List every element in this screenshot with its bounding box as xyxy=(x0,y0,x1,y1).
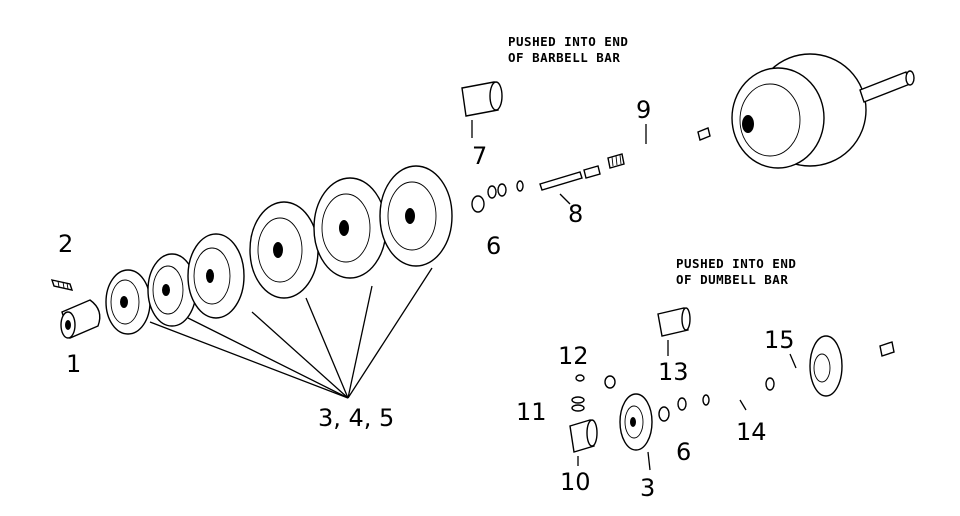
plate-5 xyxy=(313,177,387,279)
part-10-collar xyxy=(569,419,598,453)
label-9: 9 xyxy=(636,96,651,124)
part-8-rod xyxy=(539,165,601,191)
note-barbell-line1: PUSHED INTO END xyxy=(508,34,628,49)
part-3-plate xyxy=(619,393,653,451)
plate-2 xyxy=(147,253,197,327)
label-2: 2 xyxy=(58,230,73,258)
plate-3 xyxy=(187,233,245,319)
part-11-spacer xyxy=(571,396,585,412)
label-6-dumbell: 6 xyxy=(676,438,691,466)
part-14-rod xyxy=(677,377,775,411)
part-15-end-cap xyxy=(809,335,895,397)
label-10: 10 xyxy=(560,468,591,496)
label-11: 11 xyxy=(516,398,547,426)
part-9-spring xyxy=(607,127,711,169)
leader-lines-3-4-5 xyxy=(149,267,433,399)
label-3-4-5: 3, 4, 5 xyxy=(318,404,394,432)
leader-3 xyxy=(647,451,651,471)
leader-8 xyxy=(559,193,571,205)
part-6-washer xyxy=(471,195,485,213)
label-12: 12 xyxy=(558,342,589,370)
leader-14 xyxy=(739,399,747,411)
plate-1 xyxy=(105,269,151,335)
part-13-bushing xyxy=(657,307,691,337)
part-12-screw xyxy=(575,374,585,382)
part-7-bushing xyxy=(461,81,503,117)
part-1-collar xyxy=(60,299,101,339)
note-dumbell-line1: PUSHED INTO END xyxy=(676,256,796,271)
plate-4 xyxy=(249,201,319,299)
note-barbell-line2: OF BARBELL BAR xyxy=(508,50,620,65)
label-8: 8 xyxy=(568,200,583,228)
label-14: 14 xyxy=(736,418,767,446)
plate-6 xyxy=(379,165,453,267)
assembled-barbell-end xyxy=(731,53,915,169)
part-6-washer-dumbell xyxy=(658,406,670,422)
small-washer xyxy=(604,375,616,389)
leader-15 xyxy=(789,353,797,369)
note-dumbell-line2: OF DUMBELL BAR xyxy=(676,272,788,287)
part-2-screw xyxy=(50,279,74,291)
label-15: 15 xyxy=(764,326,795,354)
label-6: 6 xyxy=(486,232,501,260)
label-1: 1 xyxy=(66,350,81,378)
label-13: 13 xyxy=(658,358,689,386)
label-7: 7 xyxy=(472,142,487,170)
part-7-small-pieces xyxy=(487,180,524,199)
label-3: 3 xyxy=(640,474,655,502)
